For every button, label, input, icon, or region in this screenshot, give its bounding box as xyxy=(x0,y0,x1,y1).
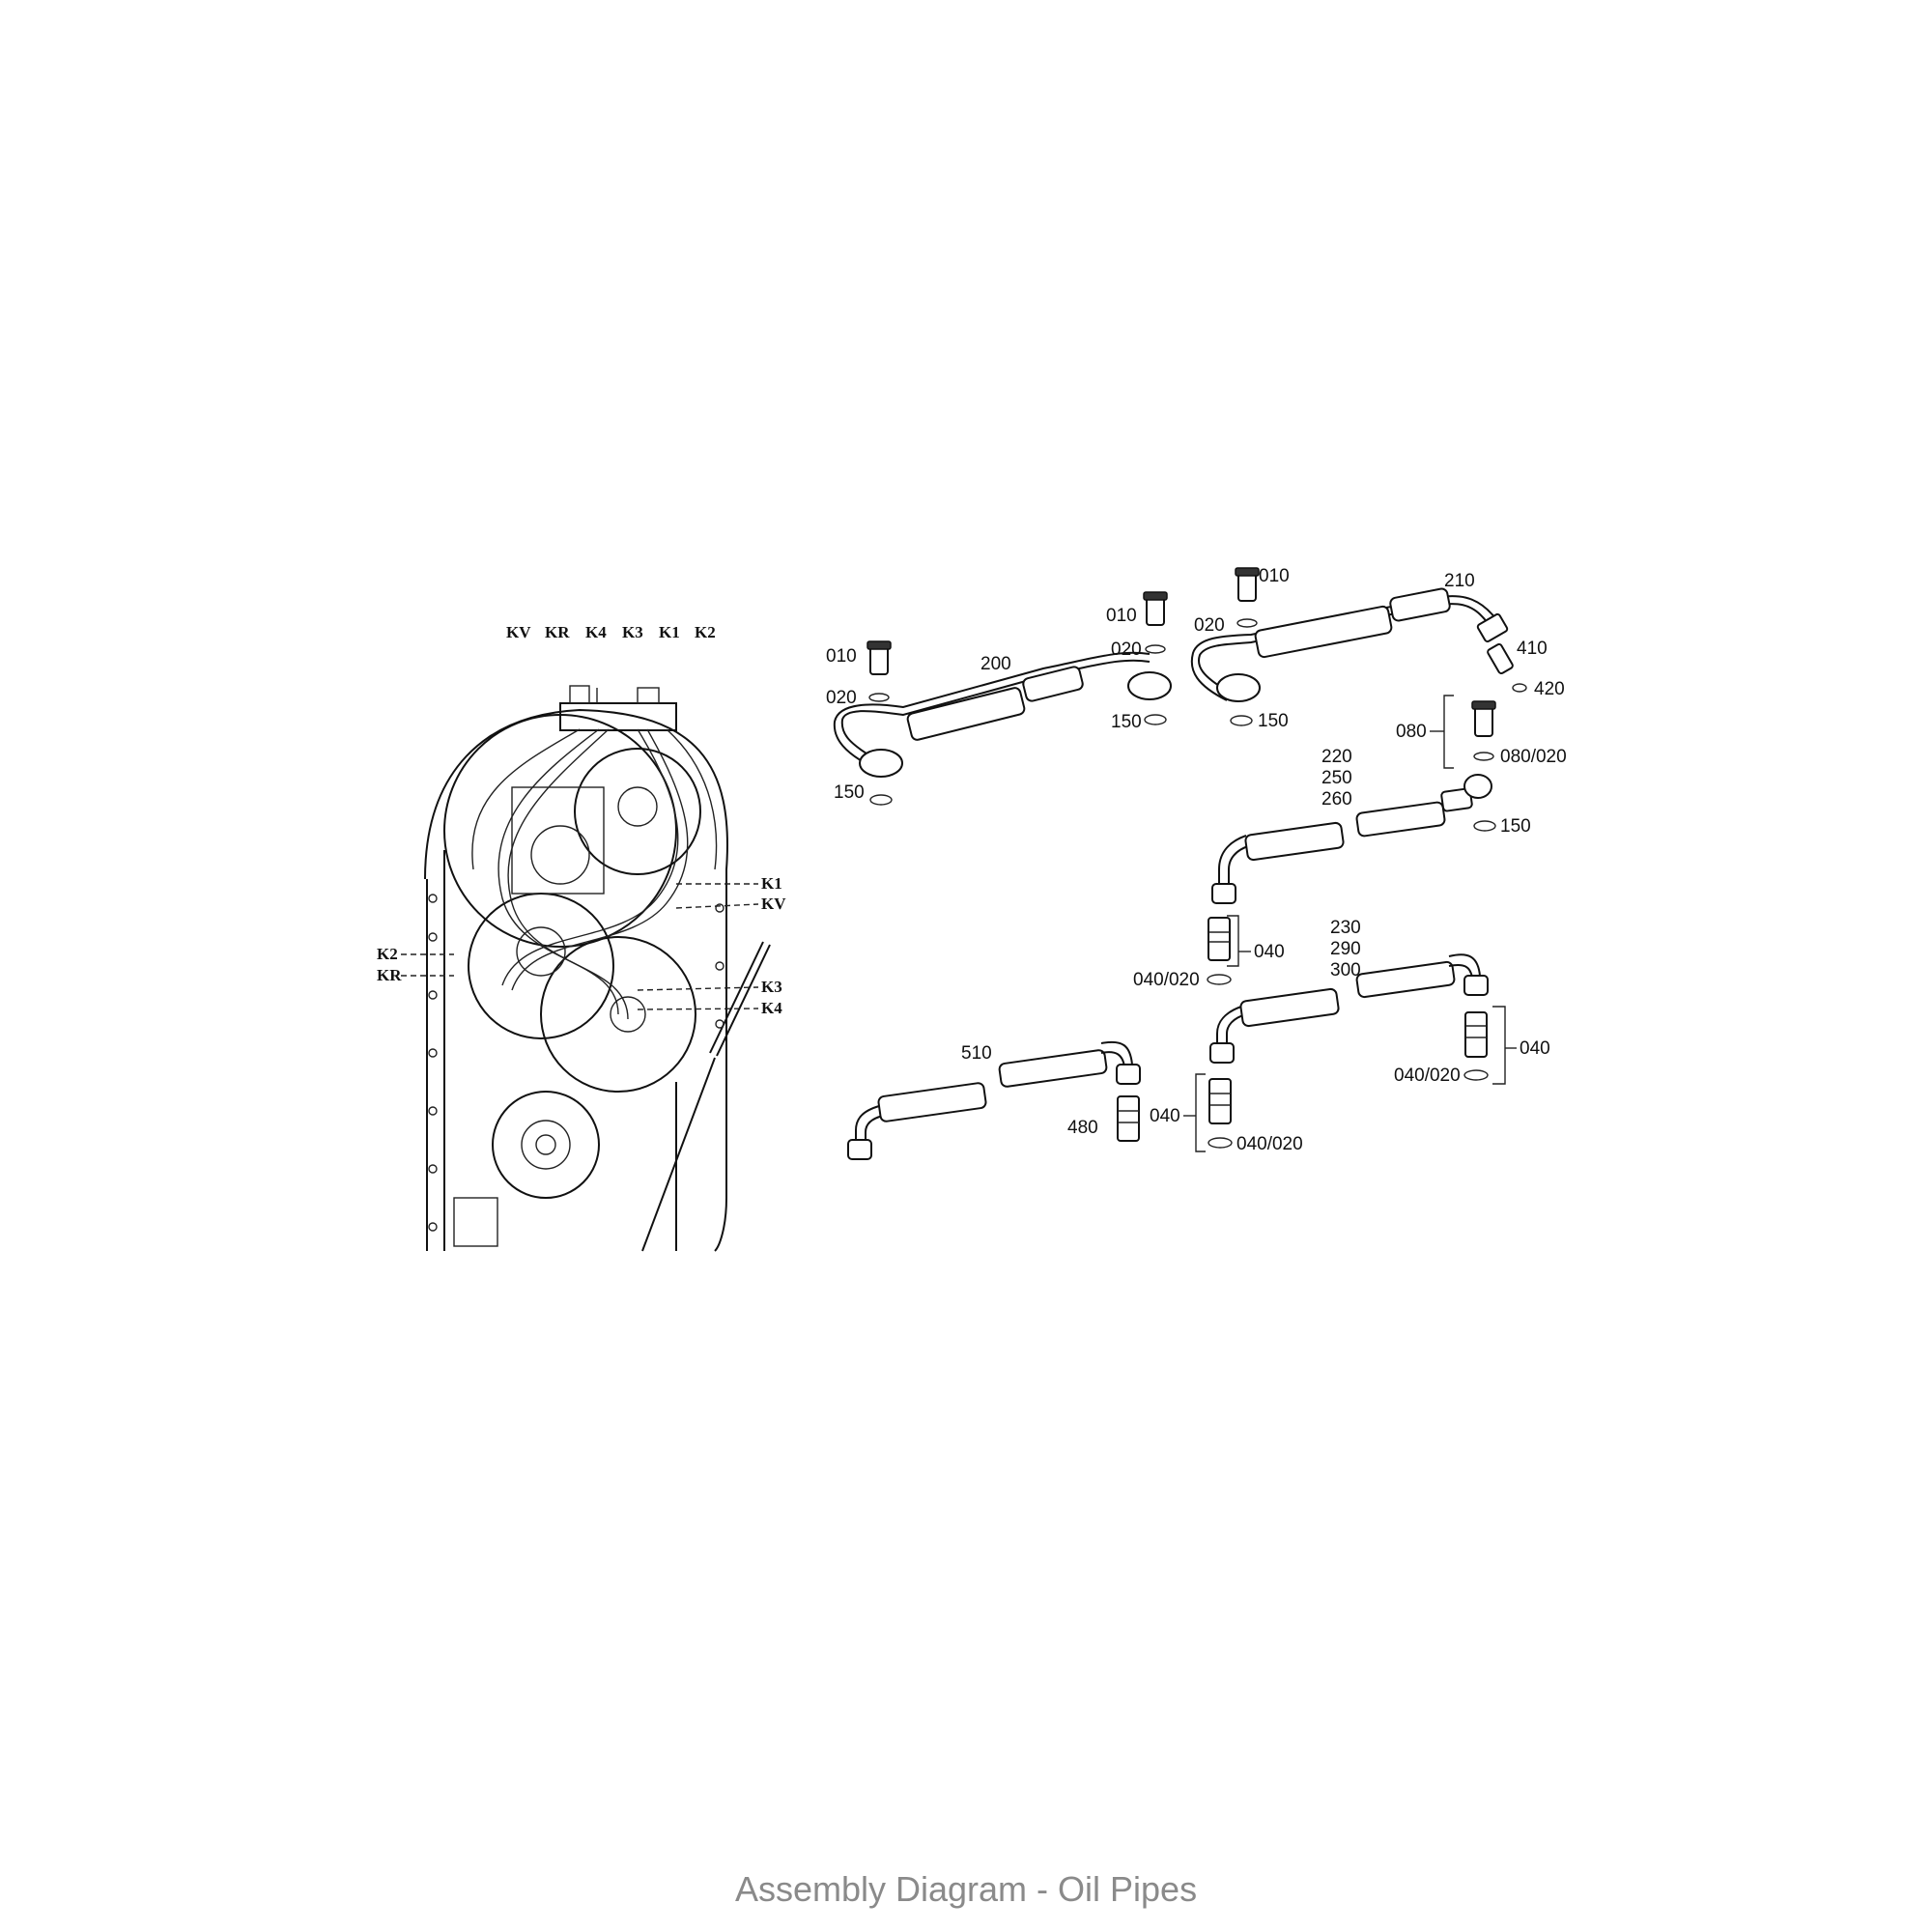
part-040-i: 040 xyxy=(1150,1106,1180,1126)
diagram-caption: Assembly Diagram - Oil Pipes xyxy=(734,1869,1198,1909)
part-010-a: 010 xyxy=(826,646,857,667)
part-150-c: 150 xyxy=(1258,711,1289,731)
fitting-040-lower: 040 040/020 xyxy=(1150,1073,1303,1154)
side-label-k1: K1 xyxy=(761,874,782,893)
side-label-k4: K4 xyxy=(761,999,782,1017)
part-300: 300 xyxy=(1330,960,1361,980)
side-label-kv: KV xyxy=(761,895,786,913)
part-230: 230 xyxy=(1330,918,1361,938)
part-040-f: 040 xyxy=(1254,942,1285,962)
part-020-a: 020 xyxy=(826,688,857,708)
clutch-label-kv: KV xyxy=(506,623,531,641)
part-010-b: 010 xyxy=(1106,606,1137,626)
pipe-assembly-210: 010 020 210 410 420 150 xyxy=(1190,566,1565,731)
clutch-label-k4: K4 xyxy=(585,623,607,641)
clutch-label-k2: K2 xyxy=(695,623,716,641)
fitting-040-right: 040 040/020 xyxy=(1394,1006,1550,1086)
part-250: 250 xyxy=(1321,768,1352,788)
part-010-c: 010 xyxy=(1259,566,1290,586)
part-group-080: 080 080/020 xyxy=(1396,695,1567,769)
transmission-housing-drawing: KV KR K4 K3 K1 K2 xyxy=(377,623,786,1252)
part-210: 210 xyxy=(1444,571,1475,591)
part-510: 510 xyxy=(961,1043,992,1064)
part-040-h: 040 xyxy=(1520,1038,1550,1059)
pipe-assembly-230: 230 290 300 xyxy=(1209,918,1489,1064)
part-150-e: 150 xyxy=(1500,816,1531,837)
side-label-k2: K2 xyxy=(377,945,398,963)
fitting-040-upper: 040 040/020 xyxy=(1133,915,1285,990)
part-040-020-h: 040/020 xyxy=(1394,1065,1461,1086)
part-150-b: 150 xyxy=(1111,712,1142,732)
part-410: 410 xyxy=(1517,639,1548,659)
part-480: 480 xyxy=(1067,1118,1098,1138)
clutch-label-k1: K1 xyxy=(659,623,680,641)
side-label-k3: K3 xyxy=(761,978,782,996)
part-080: 080 xyxy=(1396,722,1427,742)
part-220: 220 xyxy=(1321,747,1352,767)
clutch-label-kr: KR xyxy=(545,623,570,641)
part-040-020-f: 040/020 xyxy=(1133,970,1200,990)
side-label-kr: KR xyxy=(377,966,402,984)
part-040-020-i: 040/020 xyxy=(1236,1134,1303,1154)
pipe-assembly-200: 010 020 200 150 010 020 150 xyxy=(826,591,1172,806)
part-080-020: 080/020 xyxy=(1500,747,1567,767)
part-420: 420 xyxy=(1534,679,1565,699)
pipe-assembly-220: 220 250 260 150 xyxy=(1211,747,1531,904)
clutch-label-k3: K3 xyxy=(622,623,643,641)
part-200: 200 xyxy=(980,654,1011,674)
pipe-assembly-510: 510 480 xyxy=(847,1040,1141,1160)
part-020-b: 020 xyxy=(1111,639,1142,660)
part-020-c: 020 xyxy=(1194,615,1225,636)
part-290: 290 xyxy=(1330,939,1361,959)
part-260: 260 xyxy=(1321,789,1352,810)
part-150-a: 150 xyxy=(834,782,865,803)
